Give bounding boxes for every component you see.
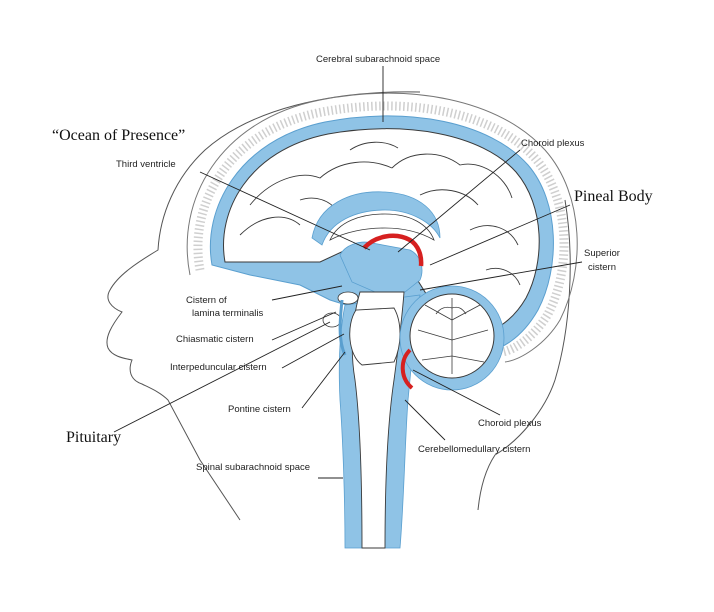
cerebellar-folia — [417, 298, 489, 374]
skull-outer — [186, 92, 578, 363]
label-pituitary: Pituitary — [66, 429, 121, 446]
label-cistern-of-lamina-line2: lamina terminalis — [192, 308, 264, 319]
gyri — [239, 141, 521, 286]
pons — [349, 307, 401, 366]
label-spinal-subarachnoid-space: Spinal subarachnoid space — [196, 462, 310, 473]
label-pineal-body: Pineal Body — [574, 188, 653, 205]
label-pontine-cistern: Pontine cistern — [228, 404, 291, 415]
leader-lines — [113, 66, 583, 479]
choroid-plexus-red-bottom — [400, 348, 414, 390]
label-cerebral-subarachnoid-space: Cerebral subarachnoid space — [316, 54, 440, 65]
choroid-plexus-red-top — [362, 233, 424, 267]
label-chiasmatic-cistern: Chiasmatic cistern — [176, 334, 254, 345]
label-third-ventricle: Third ventricle — [116, 159, 176, 170]
skull-bone-band — [193, 101, 569, 357]
label-cerebellomedullary-cistern: Cerebellomedullary cistern — [418, 444, 530, 455]
label-cistern-of-lamina-line1: Cistern of — [186, 295, 227, 306]
third-ventricle — [339, 241, 423, 293]
label-interpeduncular-cistern: Interpeduncular cistern — [170, 362, 267, 373]
corpus-callosum — [329, 213, 435, 241]
label-superior-cistern-line2: cistern — [588, 262, 616, 273]
label-choroid-plexus-bottom: Choroid plexus — [478, 418, 542, 429]
pituitary-gland — [322, 312, 342, 328]
label-choroid-plexus-top: Choroid plexus — [521, 138, 585, 149]
head-profile-outline — [106, 91, 571, 521]
label-ocean-of-presence: “Ocean of Presence” — [52, 127, 185, 144]
label-superior-cistern-line1: Superior — [584, 248, 620, 259]
interpeduncular-region — [338, 299, 347, 356]
lateral-ventricle — [311, 191, 441, 246]
